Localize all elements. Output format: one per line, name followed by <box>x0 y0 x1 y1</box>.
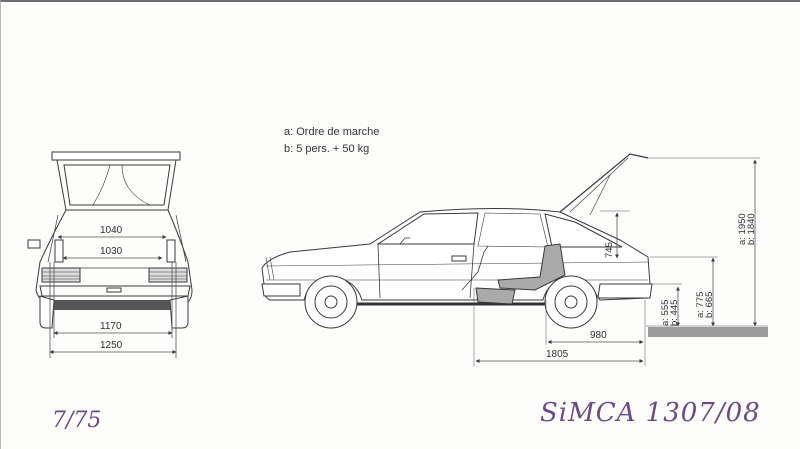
dim-tailgate-opening-height: 745 <box>604 242 615 258</box>
legend-item-b: b: 5 pers. + 50 kg <box>284 143 370 155</box>
legend-item-a: a: Ordre de marche <box>284 126 380 138</box>
side-view-car <box>261 153 653 329</box>
handwritten-model-label: SiMCA 1307/08 <box>540 398 761 428</box>
dim-sill-height-b: b: 445 <box>669 299 680 326</box>
dim-rear-overhang: 980 <box>590 330 607 341</box>
dim-tailgate-lower-edge-b: b: 665 <box>704 291 715 318</box>
dim-overall-width: 1250 <box>100 340 123 351</box>
ground-reference <box>648 327 768 337</box>
dim-track: 1170 <box>100 321 122 332</box>
handwritten-date: 7/75 <box>52 408 102 433</box>
dim-interior-width-lower: 1030 <box>100 246 123 257</box>
side-view-dimension-lines <box>473 157 760 366</box>
dim-tailgate-open-height-b: b: 1840 <box>746 213 757 245</box>
load-condition-legend: a: Ordre de marche b: 5 pers. + 50 kg <box>284 124 379 158</box>
rear-view-dimension-lines <box>49 235 177 358</box>
dim-load-length: 1805 <box>546 349 569 360</box>
rear-view-car <box>27 151 193 329</box>
dim-interior-width-upper: 1040 <box>100 225 123 236</box>
